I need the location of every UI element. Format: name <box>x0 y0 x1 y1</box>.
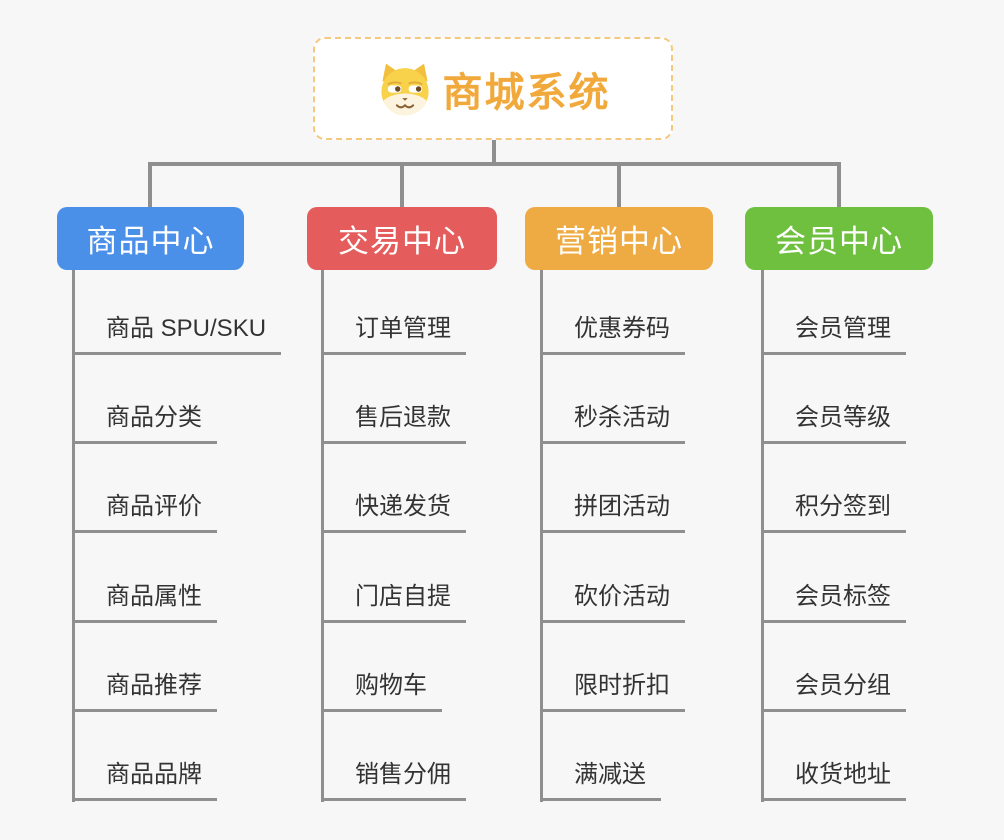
leaf-node[interactable]: 砍价活动 <box>540 579 685 623</box>
leaf-node[interactable]: 快递发货 <box>321 489 466 533</box>
leaf-node[interactable]: 会员等级 <box>761 400 906 444</box>
leaf-node[interactable]: 商品品牌 <box>72 757 217 801</box>
child-trunk-line <box>761 270 764 802</box>
branch-drop-line <box>837 162 841 208</box>
branch-node-marketing-center[interactable]: 营销中心 <box>525 207 713 270</box>
branch-node-member-center[interactable]: 会员中心 <box>745 207 933 270</box>
dog-face-icon <box>380 63 429 115</box>
root-node-label: 商城系统 <box>442 70 611 115</box>
root-node[interactable]: 商城系统 <box>313 37 673 140</box>
branch-node-label: 营销中心 <box>555 224 683 259</box>
leaf-node[interactable]: 商品 SPU/SKU <box>72 311 282 355</box>
leaf-node[interactable]: 会员分组 <box>761 668 906 712</box>
leaf-node[interactable]: 优惠券码 <box>540 311 685 355</box>
leaf-node[interactable]: 会员管理 <box>761 311 906 355</box>
leaf-node[interactable]: 销售分佣 <box>321 757 466 801</box>
branch-node-label: 商品中心 <box>86 224 215 259</box>
leaf-node[interactable]: 秒杀活动 <box>540 400 685 444</box>
leaf-node[interactable]: 售后退款 <box>321 400 466 444</box>
branch-drop-line <box>400 162 404 208</box>
leaf-node[interactable]: 会员标签 <box>761 579 906 623</box>
leaf-node[interactable]: 商品分类 <box>72 400 217 444</box>
child-trunk-line <box>321 270 324 802</box>
leaf-node[interactable]: 购物车 <box>321 668 442 712</box>
root-stem-line <box>492 140 496 164</box>
leaf-node[interactable]: 商品属性 <box>72 579 217 623</box>
leaf-node[interactable]: 商品评价 <box>72 489 217 533</box>
leaf-node[interactable]: 拼团活动 <box>540 489 685 533</box>
leaf-node[interactable]: 满减送 <box>540 757 661 801</box>
branch-node-trade-center[interactable]: 交易中心 <box>307 207 497 270</box>
child-trunk-line <box>540 270 543 802</box>
branch-drop-line <box>148 162 152 208</box>
branch-node-label: 会员中心 <box>775 224 903 259</box>
leaf-node[interactable]: 限时折扣 <box>540 668 685 712</box>
leaf-node[interactable]: 订单管理 <box>321 311 466 355</box>
leaf-node[interactable]: 收货地址 <box>761 757 906 801</box>
branch-drop-line <box>617 162 621 208</box>
leaf-node[interactable]: 商品推荐 <box>72 668 217 712</box>
leaf-node[interactable]: 积分签到 <box>761 489 906 533</box>
child-trunk-line <box>72 270 75 802</box>
leaf-node[interactable]: 门店自提 <box>321 579 466 623</box>
branch-node-product-center[interactable]: 商品中心 <box>57 207 244 270</box>
branch-node-label: 交易中心 <box>338 224 466 259</box>
branch-bus-line <box>148 162 841 166</box>
